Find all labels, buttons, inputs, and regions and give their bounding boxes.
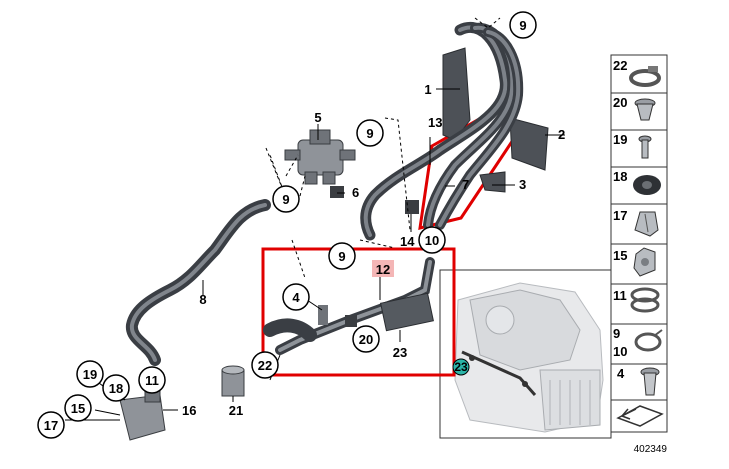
callout-19: 19 xyxy=(76,360,104,388)
double-clamp-icon xyxy=(630,287,660,313)
expanding-rivet-icon xyxy=(640,367,660,396)
screw-icon xyxy=(638,135,652,159)
legend-label: 19 xyxy=(613,132,627,147)
callout-16: 16 xyxy=(182,403,196,418)
svg-text:15: 15 xyxy=(71,401,85,416)
callout-6: 6 xyxy=(352,185,359,200)
callout-11: 11 xyxy=(138,366,166,394)
callout-4: 4 xyxy=(282,283,310,311)
callout-23: 23 xyxy=(393,345,407,360)
plastic-nut-icon xyxy=(633,247,656,277)
part-21 xyxy=(221,365,245,397)
nut-20 xyxy=(345,315,357,327)
part-6 xyxy=(330,186,344,198)
svg-text:9: 9 xyxy=(366,126,373,141)
highlight-box-12 xyxy=(261,247,456,377)
callout-7: 7 xyxy=(462,177,469,192)
callout-9-top: 9 xyxy=(509,11,537,39)
callout-23-inset: 23 xyxy=(452,358,470,376)
svg-text:10: 10 xyxy=(425,233,439,248)
callout-9-bottom: 9 xyxy=(328,242,356,270)
callout-8: 8 xyxy=(199,292,206,307)
spring-clamp-icon xyxy=(634,329,663,352)
valve-16 xyxy=(119,389,166,441)
hose-8 xyxy=(125,199,271,366)
bracket-1 xyxy=(442,47,471,141)
arrow-plate-icon xyxy=(616,405,664,427)
svg-text:18: 18 xyxy=(109,381,123,396)
callout-3: 3 xyxy=(519,177,526,192)
callout-9-left: 9 xyxy=(272,185,300,213)
vehicle-inset xyxy=(439,269,612,439)
svg-text:12: 12 xyxy=(376,262,390,277)
svg-text:9: 9 xyxy=(338,249,345,264)
callout-18: 18 xyxy=(102,374,130,402)
svg-text:9: 9 xyxy=(282,192,289,207)
legend-label: 20 xyxy=(613,95,627,110)
svg-text:11: 11 xyxy=(145,373,159,388)
callout-9-mid: 9 xyxy=(356,119,384,147)
bracket-clip-icon xyxy=(634,211,659,237)
svg-text:4: 4 xyxy=(292,290,300,305)
bracket-2 xyxy=(509,117,549,171)
callout-14: 14 xyxy=(400,234,415,249)
callout-1: 1 xyxy=(424,82,431,97)
callout-21: 21 xyxy=(229,403,243,418)
callout-20: 20 xyxy=(352,325,380,353)
callout-5: 5 xyxy=(314,110,321,125)
legend-label: 18 xyxy=(613,169,627,184)
legend-label: 9 xyxy=(613,326,620,341)
legend-label: 10 xyxy=(613,344,627,359)
valve-block-5 xyxy=(284,129,356,185)
callout-10: 10 xyxy=(418,226,446,254)
legend-label: 17 xyxy=(613,208,627,223)
svg-text:23: 23 xyxy=(454,360,468,374)
pad-23 xyxy=(380,292,434,332)
callout-12: 12 xyxy=(372,260,394,277)
callout-17: 17 xyxy=(37,411,65,439)
document-number: 402349 xyxy=(634,444,668,455)
callout-15: 15 xyxy=(64,394,92,422)
bracket-3 xyxy=(479,171,506,193)
callout-2: 2 xyxy=(558,127,565,142)
legend-label: 11 xyxy=(613,288,627,303)
hose-bundle-upper xyxy=(360,22,524,241)
grommet-icon xyxy=(633,175,661,195)
callout-22: 22 xyxy=(251,351,279,379)
clip-14 xyxy=(405,200,419,214)
legend-label: 15 xyxy=(613,248,627,263)
svg-text:19: 19 xyxy=(83,367,97,382)
legend-label: 22 xyxy=(613,58,627,73)
parts-legend: 22 20 19 18 17 15 11 9 10 4 xyxy=(610,54,668,433)
legend-label: 4 xyxy=(617,366,625,381)
callout-13: 13 xyxy=(428,115,442,130)
svg-text:17: 17 xyxy=(44,418,58,433)
hose-clamp-icon xyxy=(629,66,661,87)
expanding-nut-icon xyxy=(634,98,656,121)
coolant-pipe-12 xyxy=(263,257,435,355)
callout-label: 9 xyxy=(519,18,526,33)
svg-text:22: 22 xyxy=(258,358,272,373)
svg-text:20: 20 xyxy=(359,332,373,347)
